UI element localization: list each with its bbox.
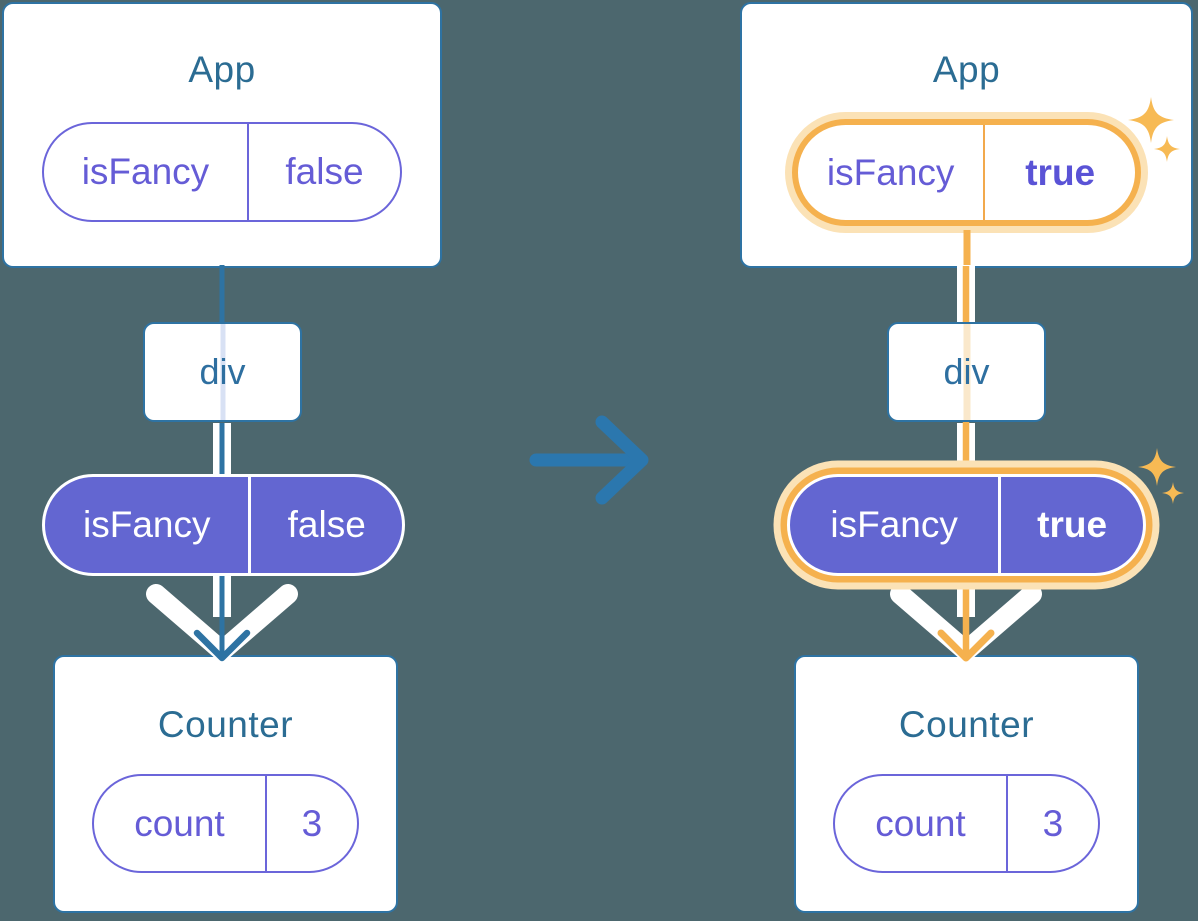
div-label: div bbox=[943, 351, 990, 392]
counter-card-before: Counter count 3 bbox=[53, 655, 398, 913]
app-card-before: App isFancy false bbox=[2, 2, 442, 268]
faded-connector-line bbox=[220, 324, 225, 420]
faded-connector-line bbox=[963, 324, 970, 420]
app-card-after: App isFancy true bbox=[740, 2, 1193, 268]
transition-arrow-icon bbox=[529, 415, 649, 505]
sparkle-icon bbox=[1162, 482, 1184, 504]
pill-key: isFancy bbox=[45, 477, 252, 573]
transition-arrow-head bbox=[595, 415, 649, 505]
sparkle-icon bbox=[1138, 448, 1176, 486]
pill-key: isFancy bbox=[44, 124, 249, 220]
component-title: Counter bbox=[157, 704, 294, 745]
passed-prop-pill: isFancy false bbox=[42, 474, 405, 576]
state-pill: count 3 bbox=[833, 774, 1100, 873]
pill-value: false bbox=[287, 504, 366, 545]
state-pill: isFancy false bbox=[42, 122, 402, 222]
pill-key: count bbox=[94, 776, 267, 871]
pill-value: true bbox=[1025, 151, 1096, 193]
div-card-after: div bbox=[887, 322, 1046, 422]
arrow-chevron bbox=[890, 584, 1042, 661]
state-pill-highlighted: isFancy true bbox=[792, 119, 1141, 226]
pill-value: 3 bbox=[1042, 802, 1064, 844]
component-title: Counter bbox=[898, 704, 1035, 745]
pill-key: count bbox=[835, 776, 1008, 871]
pill-key: isFancy bbox=[790, 477, 1002, 573]
pill-value: true bbox=[1037, 504, 1108, 545]
pill-value: 3 bbox=[301, 802, 323, 844]
prop-connector-stub bbox=[963, 230, 970, 265]
state-pill: count 3 bbox=[92, 774, 359, 873]
component-title: App bbox=[932, 49, 1001, 90]
arrow-chevron bbox=[146, 584, 298, 661]
div-label: div bbox=[199, 351, 246, 392]
pill-key: isFancy bbox=[798, 125, 986, 220]
div-card-before: div bbox=[143, 322, 302, 422]
component-title: App bbox=[188, 49, 256, 90]
pill-value: false bbox=[285, 151, 364, 192]
counter-card-after: Counter count 3 bbox=[794, 655, 1139, 913]
passed-prop-pill-highlighted: isFancy true bbox=[787, 474, 1146, 576]
